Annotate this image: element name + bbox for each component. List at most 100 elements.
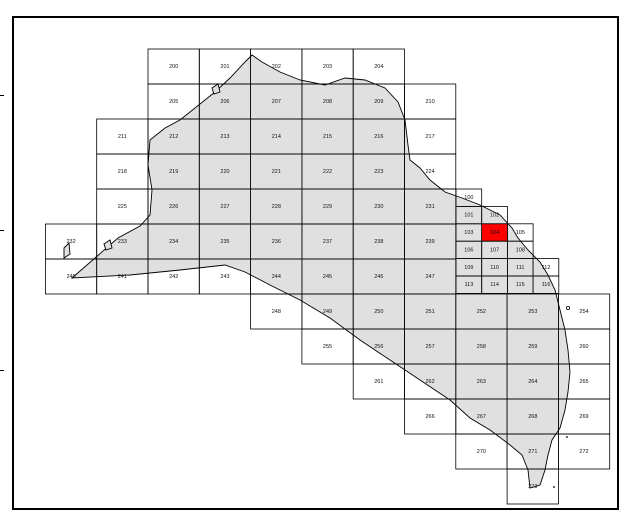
tile-label: 222 bbox=[323, 169, 332, 175]
tile-label: 238 bbox=[374, 239, 383, 245]
tile-label: 107 bbox=[490, 247, 499, 253]
tile-label: 269 bbox=[579, 414, 588, 420]
tile-label: 249 bbox=[323, 309, 332, 315]
point-marker bbox=[566, 436, 568, 438]
tile-label: 266 bbox=[426, 414, 435, 420]
tile-label: 208 bbox=[323, 99, 332, 105]
tile-label: 206 bbox=[220, 99, 229, 105]
tile-label: 219 bbox=[169, 169, 178, 175]
tile-label: 217 bbox=[426, 134, 435, 140]
tile-label: 231 bbox=[426, 204, 435, 210]
tile-label: 271 bbox=[528, 449, 537, 455]
map-markers bbox=[553, 305, 571, 488]
tile-label: 264 bbox=[528, 379, 537, 385]
map-tile[interactable]: 254 bbox=[558, 293, 611, 330]
map-tile[interactable]: 116 bbox=[532, 275, 560, 294]
map-tile[interactable]: 232 bbox=[45, 223, 98, 260]
tile-label: 243 bbox=[220, 274, 229, 280]
tile-label: 111 bbox=[516, 265, 524, 271]
tile-border bbox=[506, 468, 559, 505]
tile-label: 228 bbox=[272, 204, 281, 210]
tile-label: 263 bbox=[477, 379, 486, 385]
tile-label: 240 bbox=[67, 274, 76, 280]
tile-label: 230 bbox=[374, 204, 383, 210]
tile-border bbox=[532, 275, 560, 294]
island-landmass bbox=[70, 54, 571, 489]
tile-label: 265 bbox=[579, 379, 588, 385]
small-island bbox=[211, 83, 221, 95]
land-area bbox=[63, 54, 571, 489]
tile-label: 236 bbox=[272, 239, 281, 245]
tile-label: 205 bbox=[169, 99, 178, 105]
small-island bbox=[103, 239, 113, 251]
map-tile[interactable]: 266 bbox=[404, 398, 457, 435]
tile-label: 229 bbox=[323, 204, 332, 210]
tile-label: 255 bbox=[323, 344, 332, 350]
tile-label: 261 bbox=[374, 379, 383, 385]
tile-label: 108 bbox=[516, 247, 525, 253]
map-tile[interactable]: 273 bbox=[506, 468, 559, 505]
frame-tick bbox=[0, 230, 4, 231]
tile-label: 213 bbox=[220, 134, 229, 140]
map-tile[interactable]: 218 bbox=[96, 153, 149, 190]
small-island bbox=[63, 242, 71, 259]
tile-label: 224 bbox=[426, 169, 435, 175]
tile-label: 220 bbox=[220, 169, 229, 175]
map-tile[interactable]: 272 bbox=[558, 433, 611, 470]
tile-label: 267 bbox=[477, 414, 486, 420]
map-tile[interactable]: 225 bbox=[96, 188, 149, 225]
tile-label: 256 bbox=[374, 344, 383, 350]
point-marker bbox=[553, 486, 555, 488]
tile-label: 101 bbox=[464, 213, 473, 219]
tile-label: 215 bbox=[323, 134, 332, 140]
map-tile[interactable]: 248 bbox=[250, 293, 303, 330]
map-tile[interactable]: 210 bbox=[404, 83, 457, 120]
tile-label: 270 bbox=[477, 449, 486, 455]
frame-tick bbox=[0, 95, 4, 96]
tile-label: 209 bbox=[374, 99, 383, 105]
tile-label: 260 bbox=[579, 344, 588, 350]
tile-label: 250 bbox=[374, 309, 383, 315]
tile-label: 203 bbox=[323, 64, 332, 70]
tile-label: 104 bbox=[490, 230, 499, 236]
tile-label: 103 bbox=[464, 230, 473, 236]
tile-label: 207 bbox=[272, 99, 281, 105]
tile-label: 227 bbox=[220, 204, 229, 210]
tile-label: 223 bbox=[374, 169, 383, 175]
tile-label: 233 bbox=[118, 239, 127, 245]
tile-label: 216 bbox=[374, 134, 383, 140]
tile-label: 235 bbox=[220, 239, 229, 245]
tile-label: 252 bbox=[477, 309, 486, 315]
tile-label: 100 bbox=[464, 195, 473, 201]
tile-label: 273 bbox=[528, 484, 537, 490]
map-tile[interactable]: 104 bbox=[481, 223, 508, 242]
map-tile[interactable]: 261 bbox=[352, 363, 405, 400]
tile-label: 113 bbox=[465, 282, 474, 288]
tile-border bbox=[558, 433, 611, 470]
tile-label: 200 bbox=[169, 64, 178, 70]
tile-label: 226 bbox=[169, 204, 178, 210]
tile-label: 241 bbox=[118, 274, 127, 280]
tile-label: 268 bbox=[528, 414, 537, 420]
tile-label: 114 bbox=[490, 282, 499, 288]
map-tile[interactable]: 270 bbox=[455, 433, 508, 470]
tile-label: 218 bbox=[118, 169, 127, 175]
tile-label: 242 bbox=[169, 274, 178, 280]
tile-label: 105 bbox=[516, 230, 525, 236]
tile-label: 116 bbox=[542, 282, 551, 288]
tile-label: 257 bbox=[426, 344, 435, 350]
map-tile[interactable]: 200 bbox=[147, 48, 200, 85]
tile-label: 245 bbox=[323, 274, 332, 280]
tile-label: 244 bbox=[272, 274, 281, 280]
map-tile[interactable]: 255 bbox=[301, 328, 354, 365]
map-tile[interactable]: 211 bbox=[96, 118, 149, 155]
tile-label: 109 bbox=[464, 265, 473, 271]
tile-label: 115 bbox=[516, 282, 525, 288]
tile-label: 246 bbox=[374, 274, 383, 280]
tile-label: 272 bbox=[579, 449, 588, 455]
map-tile[interactable]: 204 bbox=[352, 48, 405, 85]
map-tile[interactable]: 217 bbox=[404, 118, 457, 155]
point-marker bbox=[566, 305, 571, 310]
